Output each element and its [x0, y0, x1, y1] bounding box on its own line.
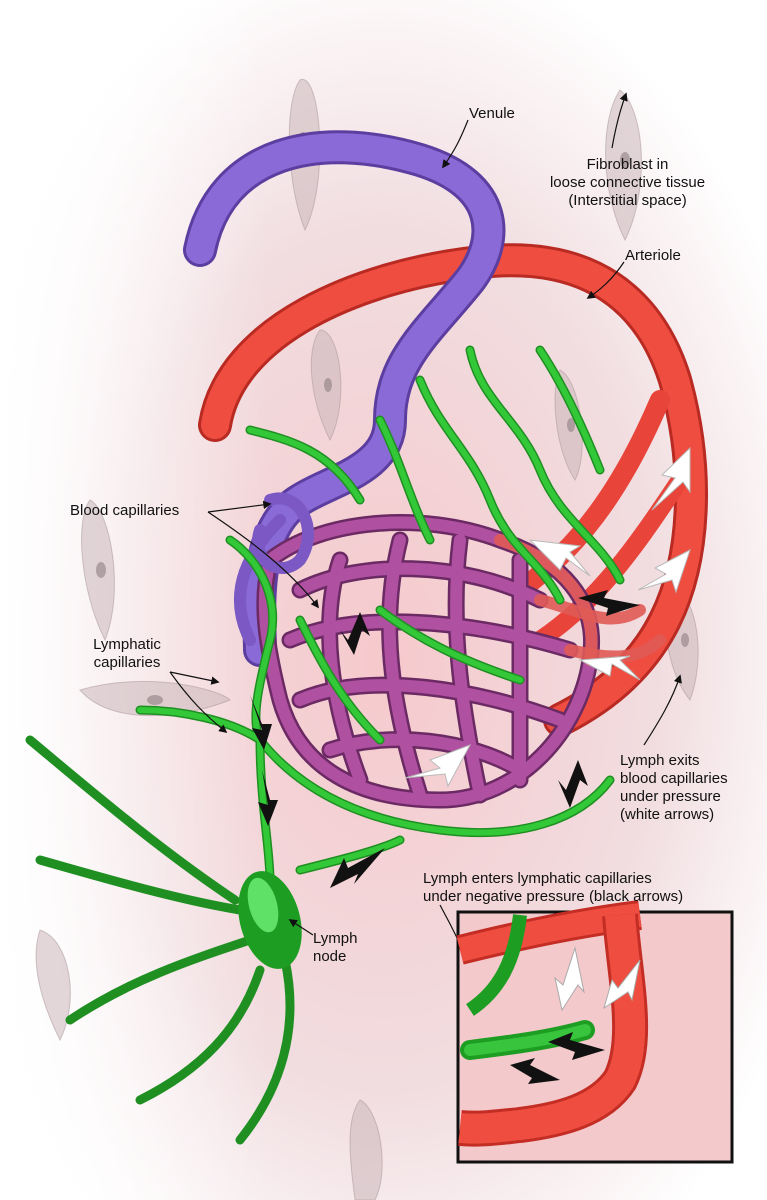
label-lymph-node-line-2: node [313, 948, 347, 965]
label-lymph-exits: Lymph exits blood capillaries under pres… [620, 752, 728, 824]
label-lymphatic-line-2: capillaries [93, 654, 161, 671]
label-lymph-enters-line-2: under negative pressure (black arrows) [423, 888, 684, 905]
label-lymph-node-line-1: Lymph [313, 930, 358, 947]
label-lymph-exits-line-2: blood capillaries [620, 770, 728, 787]
label-arteriole: Arteriole [625, 247, 681, 264]
label-fibroblast-line-1: Fibroblast in [586, 156, 669, 173]
label-venule: Venule [469, 105, 515, 122]
lymph-node [238, 871, 302, 969]
label-lymphatic-capillaries: Lymphatic capillaries [82, 636, 172, 672]
black-arrows [250, 590, 640, 888]
label-fibroblast: Fibroblast in loose connective tissue (I… [540, 156, 715, 210]
label-lymph-exits-line-4: (white arrows) [620, 806, 715, 823]
label-lymph-exits-line-3: under pressure [620, 788, 721, 805]
blood-capillary-network [234, 492, 666, 809]
label-lymph-enters: Lymph enters lymphatic capillaries under… [423, 870, 683, 906]
white-arrows [404, 446, 691, 788]
label-lymph-exits-line-1: Lymph exits [620, 752, 700, 769]
label-blood-capillaries: Blood capillaries [70, 502, 180, 519]
label-fibroblast-line-2: loose connective tissue [549, 174, 706, 191]
label-lymph-enters-line-1: Lymph enters lymphatic capillaries [423, 870, 652, 887]
label-fibroblast-line-3: (Interstitial space) [568, 192, 687, 209]
label-lymph-node: Lymph node [313, 930, 357, 966]
label-lymphatic-line-1: Lymphatic [93, 636, 161, 653]
venule [183, 130, 506, 667]
inset-zoom [456, 900, 734, 1164]
